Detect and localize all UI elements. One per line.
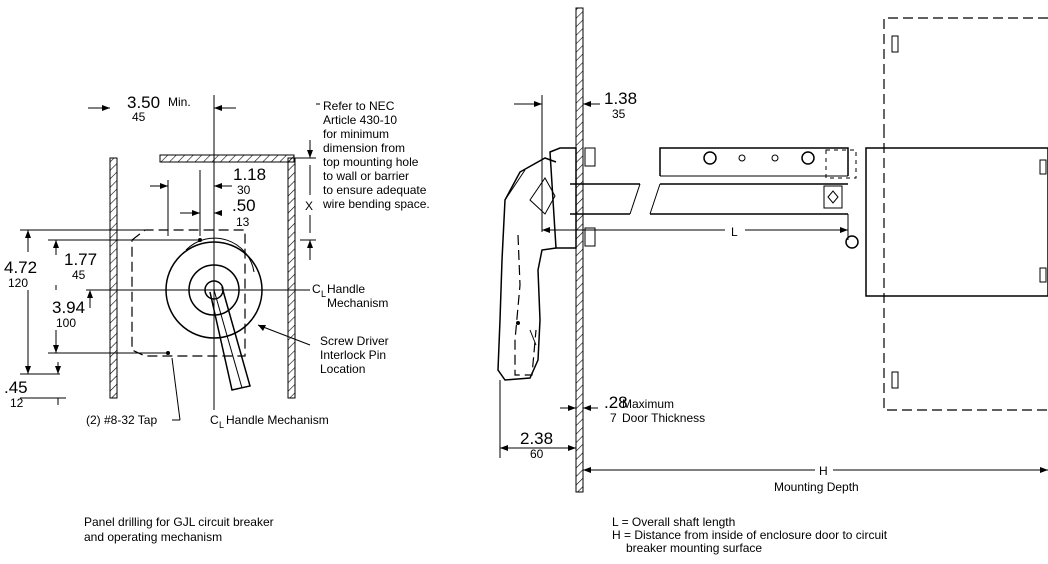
svg-text:wire bending space.: wire bending space.	[322, 197, 430, 211]
svg-text:C: C	[312, 282, 321, 296]
svg-text:L = Overall shaft length: L = Overall shaft length	[612, 515, 735, 529]
dim-50-mm: 13	[236, 215, 250, 229]
dim-238-mm: 60	[530, 447, 544, 461]
breaker-body	[865, 147, 1048, 297]
svg-text:Location: Location	[320, 362, 365, 376]
dim-28-max: Maximum	[622, 397, 674, 411]
operating-shaft	[570, 183, 848, 215]
dim-45: .45	[4, 378, 28, 397]
handle-arc	[185, 237, 255, 273]
door-screw-top	[584, 147, 596, 167]
svg-text:L: L	[219, 420, 224, 430]
dim-350-min: Min.	[168, 95, 191, 109]
svg-text:top mounting hole: top mounting hole	[323, 155, 419, 169]
dim-x: X	[305, 199, 313, 213]
handle-lever	[209, 286, 251, 391]
right-legend: L = Overall shaft length H = Distance fr…	[612, 515, 888, 555]
handle-circle	[165, 241, 263, 339]
svg-text:to wall or barrier: to wall or barrier	[323, 169, 409, 183]
svg-text:C: C	[210, 413, 219, 427]
cl-handle-label-1: C L Handle Mechanism	[312, 282, 388, 310]
nec-note: Refer to NEC Article 430-10 for minimum …	[322, 99, 430, 211]
svg-text:Handle Mechanism: Handle Mechanism	[226, 413, 329, 427]
dim-L: L	[731, 225, 738, 239]
dim-350-mm: 45	[132, 110, 146, 124]
dim-28-mm: 7	[610, 411, 617, 425]
dim-472-mm: 120	[8, 276, 28, 290]
dim-350: 3.50	[127, 93, 160, 112]
mounting-bracket	[659, 147, 849, 176]
tap-label: (2) #8-32 Tap	[86, 413, 157, 427]
side-section-view: 1.38 35 L .28 Maximum 7 Door Thickness 2…	[497, 7, 1048, 555]
dim-472: 4.72	[4, 258, 37, 277]
svg-text:dimension from: dimension from	[323, 141, 405, 155]
panel-drilling-view: 3.50 Min. 45 1.18 30 .50 13 X 4.72 120 1…	[4, 93, 430, 544]
svg-text:L: L	[321, 289, 326, 299]
handle-inner-circle	[188, 264, 240, 316]
dim-118: 1.18	[233, 165, 266, 184]
svg-text:Article 430-10: Article 430-10	[323, 113, 397, 127]
dim-238: 2.38	[520, 429, 553, 448]
svg-text:and operating mechanism: and operating mechanism	[84, 530, 222, 544]
dim-177: 1.77	[64, 250, 97, 269]
right-wall	[287, 157, 296, 399]
svg-text:Panel drilling for GJL circuit: Panel drilling for GJL circuit breaker	[84, 515, 274, 529]
dim-177-mm: 45	[72, 268, 86, 282]
dim-50: .50	[232, 196, 256, 215]
left-wall	[109, 157, 118, 399]
dim-28: .28	[604, 393, 628, 412]
dim-H: H	[819, 464, 828, 478]
svg-text:breaker mounting surface: breaker mounting surface	[626, 541, 762, 555]
svg-text:Refer to NEC: Refer to NEC	[323, 99, 395, 113]
cl-handle-label-2: C L Handle Mechanism	[210, 413, 329, 430]
svg-text:Handle: Handle	[327, 282, 365, 296]
svg-text:for minimum: for minimum	[323, 127, 389, 141]
bracket-screw-2	[801, 151, 815, 165]
dim-118-mm: 30	[237, 183, 251, 197]
enclosure-outline-top	[883, 17, 1048, 128]
enclosure-clips	[891, 35, 1047, 389]
svg-text:to ensure adequate: to ensure adequate	[323, 183, 427, 197]
handle	[497, 147, 577, 381]
svg-text:Interlock Pin: Interlock Pin	[320, 348, 386, 362]
top-barrier	[159, 154, 295, 163]
bracket-screw-1	[703, 151, 717, 165]
enclosure-door	[575, 7, 584, 493]
enclosure-outline-bottom	[883, 128, 1048, 411]
dim-394-mm: 100	[56, 316, 76, 330]
svg-text:H = Distance from inside of en: H = Distance from inside of enclosure do…	[612, 528, 888, 542]
svg-text:Screw Driver: Screw Driver	[320, 334, 389, 348]
dim-H-label: Mounting Depth	[774, 480, 859, 494]
dim-138-mm: 35	[612, 107, 626, 121]
left-caption: Panel drilling for GJL circuit breaker a…	[84, 515, 274, 544]
door-screw-bottom	[584, 227, 596, 247]
dim-394: 3.94	[52, 298, 85, 317]
dim-45-mm: 12	[10, 396, 24, 410]
dim-28-door: Door Thickness	[622, 411, 705, 425]
dim-138: 1.38	[604, 89, 637, 108]
screwdriver-label: Screw Driver Interlock Pin Location	[320, 334, 389, 376]
svg-text:Mechanism: Mechanism	[327, 296, 388, 310]
